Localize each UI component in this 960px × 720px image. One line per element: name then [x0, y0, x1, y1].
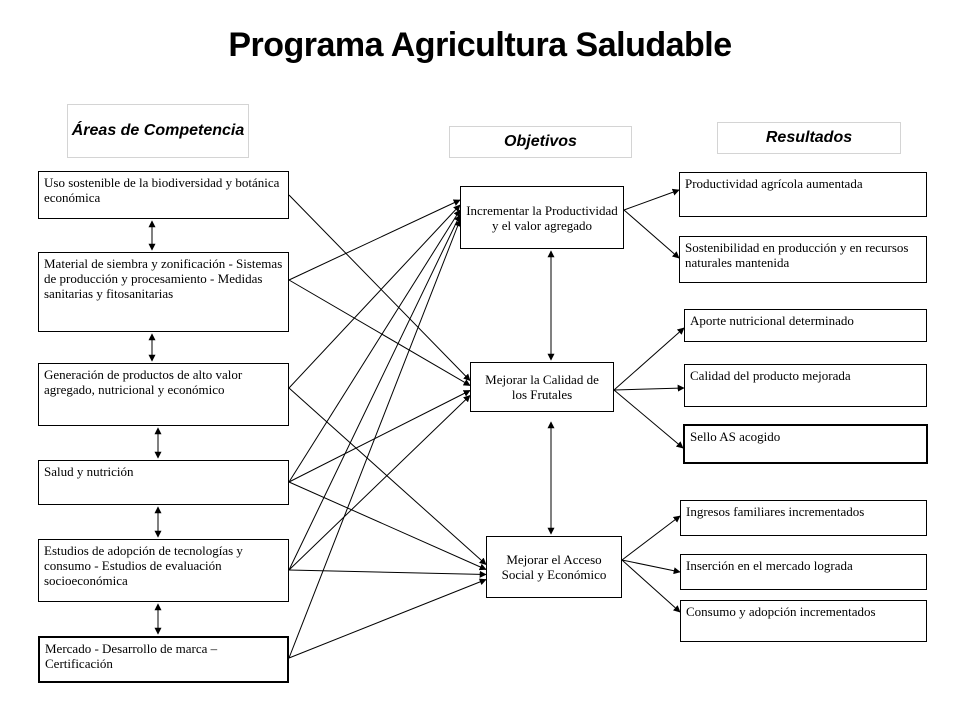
arrow-area-6-to-objetivo-1 — [288, 219, 461, 659]
arrow-objetivo-3-to-resultado-8 — [621, 559, 681, 613]
arrow-area-6-to-objetivo-3 — [288, 578, 487, 659]
resultado-label-4: Calidad del producto mejorada — [690, 368, 851, 383]
resultado-label-2: Sostenibilidad en producción y en recurs… — [685, 240, 909, 270]
arrow-area-3-to-objetivo-3 — [288, 387, 487, 565]
area-label-3: Generación de productos de alto valor ag… — [44, 367, 243, 397]
arrow-area-3-to-objetivo-1 — [288, 204, 461, 389]
resultado-label-7: Inserción en el mercado lograda — [686, 558, 853, 573]
resultado-box-2: Sostenibilidad en producción y en recurs… — [679, 236, 927, 283]
header-objetivos: Objetivos — [449, 126, 632, 158]
arrow-area-4-to-objetivo-3 — [288, 481, 487, 571]
resultado-label-3: Aporte nutricional determinado — [690, 313, 854, 328]
resultado-box-8: Consumo y adopción incrementados — [680, 600, 927, 642]
resultado-box-1: Productividad agrícola aumentada — [679, 172, 927, 217]
objetivo-label-1: Incrementar la Productividad y el valor … — [466, 202, 618, 233]
objetivo-box-3: Mejorar el Acceso Social y Económico — [486, 536, 622, 598]
area-box-5: Estudios de adopción de tecnologías y co… — [38, 539, 289, 602]
area-box-1: Uso sostenible de la biodiversidad y bot… — [38, 171, 289, 219]
objetivo-label-2: Mejorar la Calidad de los Frutales — [485, 372, 599, 402]
arrow-area-2-to-objetivo-1 — [288, 199, 461, 281]
area-label-6: Mercado - Desarrollo de marca – Certific… — [45, 641, 218, 671]
area-box-6: Mercado - Desarrollo de marca – Certific… — [38, 636, 289, 683]
arrow-objetivo-3-to-resultado-6 — [621, 515, 681, 561]
area-label-1: Uso sostenible de la biodiversidad y bot… — [44, 175, 280, 205]
area-box-4: Salud y nutrición — [38, 460, 289, 505]
arrow-area-1-to-objetivo-2 — [288, 194, 471, 382]
resultado-box-7: Inserción en el mercado lograda — [680, 554, 927, 590]
objetivo-label-3: Mejorar el Acceso Social y Económico — [501, 552, 607, 582]
area-label-4: Salud y nutrición — [44, 464, 134, 479]
arrow-area-5-to-objetivo-3 — [288, 569, 487, 578]
arrow-objetivo-2-to-resultado-3 — [613, 327, 685, 391]
resultado-label-8: Consumo y adopción incrementados — [686, 604, 876, 619]
resultado-box-5: Sello AS acogido — [683, 424, 928, 464]
resultado-label-6: Ingresos familiares incrementados — [686, 504, 865, 519]
area-box-3: Generación de productos de alto valor ag… — [38, 363, 289, 426]
objetivo-box-1: Incrementar la Productividad y el valor … — [460, 186, 624, 249]
resultado-box-4: Calidad del producto mejorada — [684, 364, 927, 407]
objetivo-box-2: Mejorar la Calidad de los Frutales — [470, 362, 614, 412]
arrow-objetivo-2-to-resultado-4 — [613, 384, 685, 392]
header-resultados: Resultados — [717, 122, 901, 154]
resultado-box-3: Aporte nutricional determinado — [684, 309, 927, 342]
header-areas-label: Áreas de Competencia — [71, 122, 245, 139]
header-resultados-label: Resultados — [765, 129, 853, 146]
page-title: Programa Agricultura Saludable — [228, 26, 732, 64]
arrow-objetivo-1-to-resultado-2 — [623, 209, 680, 259]
arrow-area-5-to-objetivo-2 — [288, 395, 471, 571]
arrow-area-5-to-objetivo-1 — [288, 214, 461, 571]
area-label-5: Estudios de adopción de tecnologías y co… — [44, 543, 243, 588]
header-areas: Áreas de Competencia — [67, 104, 249, 158]
arrow-area-4-to-objetivo-2 — [288, 390, 471, 483]
arrow-objetivo-2-to-resultado-5 — [613, 389, 684, 449]
arrow-area-4-to-objetivo-1 — [288, 209, 461, 483]
resultado-label-5: Sello AS acogido — [690, 429, 781, 444]
arrow-objetivo-3-to-resultado-7 — [621, 559, 681, 575]
arrow-objetivo-1-to-resultado-1 — [623, 188, 680, 211]
header-objetivos-label: Objetivos — [504, 133, 577, 150]
resultado-label-1: Productividad agrícola aumentada — [685, 176, 863, 191]
resultado-box-6: Ingresos familiares incrementados — [680, 500, 927, 536]
area-box-2: Material de siembra y zonificación - Sis… — [38, 252, 289, 332]
arrow-area-2-to-objetivo-2 — [288, 279, 471, 386]
area-label-2: Material de siembra y zonificación - Sis… — [44, 256, 283, 301]
